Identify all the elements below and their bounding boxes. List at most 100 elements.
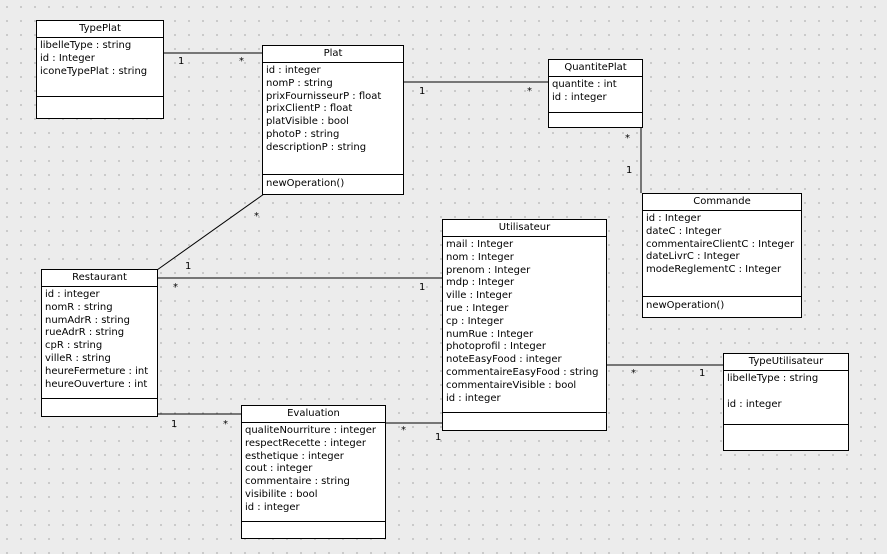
multiplicity-label: * xyxy=(527,86,532,97)
attribute: numRue : Integer xyxy=(446,328,534,340)
attribute: iconeTypePlat : string xyxy=(40,65,148,77)
class-typeutilisateur[interactable]: TypeUtilisateur libelleType : string id … xyxy=(723,353,849,451)
attribute-list: qualiteNourriture : integer respectRecet… xyxy=(242,423,385,522)
operation-list xyxy=(37,97,163,103)
attribute-list: libelleType : string id : integer xyxy=(724,371,848,425)
attribute: numAdrR : string xyxy=(45,314,130,326)
attribute: respectRecette : integer xyxy=(245,437,366,449)
class-title: TypePlat xyxy=(37,21,163,38)
class-quantiteplat[interactable]: QuantitePlat quantite : int id : integer xyxy=(548,59,643,128)
class-title: TypeUtilisateur xyxy=(724,354,848,371)
attribute: rue : Integer xyxy=(446,302,509,314)
multiplicity-label: 1 xyxy=(626,165,633,176)
operation-list xyxy=(242,522,385,528)
class-title: Evaluation xyxy=(242,406,385,423)
attribute: dateLivrC : Integer xyxy=(646,251,740,263)
attribute: dateC : Integer xyxy=(646,225,722,237)
multiplicity-label: * xyxy=(401,425,406,436)
multiplicity-label: 1 xyxy=(419,86,426,97)
attribute: prixClientP : float xyxy=(266,103,353,115)
operation: newOperation() xyxy=(646,300,725,311)
attribute-list: id : integer nomR : string numAdrR : str… xyxy=(42,287,157,399)
attribute-list: id : Integer dateC : Integer commentaire… xyxy=(643,211,801,297)
attribute-list: id : integer nomP : string prixFournisse… xyxy=(263,63,403,175)
attribute: noteEasyFood : integer xyxy=(446,354,562,366)
attribute-list: quantite : int id : integer xyxy=(549,77,642,113)
class-restaurant[interactable]: Restaurant id : integer nomR : string nu… xyxy=(41,269,158,417)
attribute: cpR : string xyxy=(45,340,103,352)
attribute: commentaire : string xyxy=(245,476,350,488)
class-title: Restaurant xyxy=(42,270,157,287)
class-typeplat[interactable]: TypePlat libelleType : string id : Integ… xyxy=(36,20,164,119)
attribute: id : integer xyxy=(45,289,100,300)
attribute: cout : integer xyxy=(245,463,313,475)
attribute-list: libelleType : string id : Integer iconeT… xyxy=(37,38,163,97)
multiplicity-label: * xyxy=(625,133,630,144)
operation: newOperation() xyxy=(266,178,345,189)
class-plat[interactable]: Plat id : integer nomP : string prixFour… xyxy=(262,45,404,195)
operation-list: newOperation() xyxy=(263,175,403,194)
attribute: libelleType : string xyxy=(40,40,132,51)
attribute: photoprofil : Integer xyxy=(446,341,546,353)
attribute xyxy=(727,386,845,399)
attribute: platVisible : bool xyxy=(266,116,349,128)
attribute: rueAdrR : string xyxy=(45,327,125,339)
attribute: qualiteNourriture : integer xyxy=(245,425,377,436)
attribute: id : Integer xyxy=(646,213,701,224)
multiplicity-label: * xyxy=(254,211,259,222)
attribute: cp : Integer xyxy=(446,315,504,327)
attribute: villeR : string xyxy=(45,352,111,364)
multiplicity-label: 1 xyxy=(419,282,426,293)
operation-list xyxy=(443,413,606,419)
attribute: prixFournisseurP : float xyxy=(266,90,382,102)
multiplicity-label: 1 xyxy=(699,368,706,379)
attribute-list: mail : Integer nom : Integer prenom : In… xyxy=(443,237,606,413)
attribute: commentaireClientC : Integer xyxy=(646,238,795,250)
class-commande[interactable]: Commande id : Integer dateC : Integer co… xyxy=(642,193,802,318)
attribute: heureFermeture : int xyxy=(45,365,149,377)
multiplicity-label: 1 xyxy=(435,432,442,443)
multiplicity-label: 1 xyxy=(185,261,192,272)
attribute: esthetique : integer xyxy=(245,450,344,462)
attribute: ville : Integer xyxy=(446,290,513,302)
attribute: id : integer xyxy=(552,91,607,103)
multiplicity-label: 1 xyxy=(171,419,178,430)
attribute: libelleType : string xyxy=(727,373,819,384)
association-plat-restaurant[interactable] xyxy=(156,193,265,271)
attribute: id : integer xyxy=(727,398,782,410)
operation-list xyxy=(42,399,157,405)
multiplicity-label: * xyxy=(223,419,228,430)
attribute: nomP : string xyxy=(266,77,333,89)
attribute: id : Integer xyxy=(40,52,95,64)
attribute: visibilite : bool xyxy=(245,488,318,500)
operation-list xyxy=(549,113,642,119)
class-title: QuantitePlat xyxy=(549,60,642,77)
attribute: modeReglementC : Integer xyxy=(646,264,782,276)
attribute: commentaireVisible : bool xyxy=(446,379,577,391)
multiplicity-label: 1 xyxy=(178,56,185,67)
attribute: mdp : Integer xyxy=(446,277,515,289)
operation-list xyxy=(724,425,848,431)
attribute: id : integer xyxy=(446,392,501,404)
operation-list: newOperation() xyxy=(643,297,801,316)
attribute: id : integer xyxy=(245,501,300,513)
attribute: mail : Integer xyxy=(446,239,514,250)
attribute: heureOuverture : int xyxy=(45,378,148,390)
attribute: descriptionP : string xyxy=(266,141,367,153)
class-title: Commande xyxy=(643,194,801,211)
class-utilisateur[interactable]: Utilisateur mail : Integer nom : Integer… xyxy=(442,219,607,431)
attribute: nomR : string xyxy=(45,301,113,313)
multiplicity-label: * xyxy=(631,368,636,379)
attribute: prenom : Integer xyxy=(446,264,531,276)
class-title: Plat xyxy=(263,46,403,63)
class-evaluation[interactable]: Evaluation qualiteNourriture : integer r… xyxy=(241,405,386,539)
attribute: photoP : string xyxy=(266,128,340,140)
attribute: quantite : int xyxy=(552,79,617,90)
multiplicity-label: * xyxy=(173,282,178,293)
attribute: nom : Integer xyxy=(446,251,514,263)
class-title: Utilisateur xyxy=(443,220,606,237)
multiplicity-label: * xyxy=(239,56,244,67)
attribute: id : integer xyxy=(266,65,321,76)
